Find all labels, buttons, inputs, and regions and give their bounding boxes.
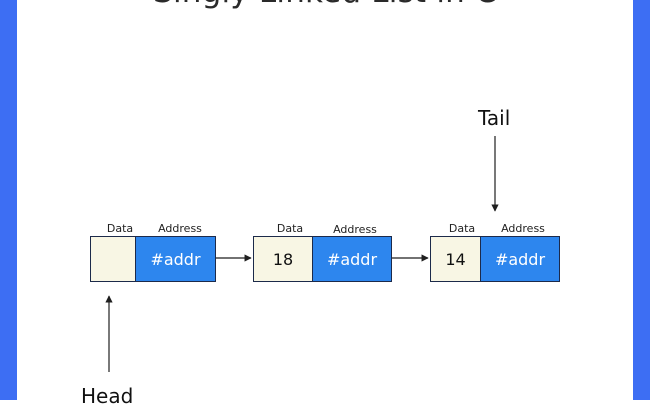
diagram-paper	[17, 0, 633, 400]
node-3-data-label: Data	[448, 222, 476, 235]
node-3-data-cell: 14	[430, 236, 481, 282]
frame-left-border	[0, 0, 17, 400]
tail-label: Tail	[478, 106, 511, 130]
node-2-data-cell: 18	[253, 236, 313, 282]
node-1-data-label: Data	[106, 222, 134, 235]
diagram-title: Singly Linked List in C	[0, 0, 650, 10]
node-2-address-cell: #addr	[312, 236, 392, 282]
node-1-address-label: Address	[158, 222, 202, 235]
frame-right-border	[633, 0, 650, 400]
node-3-address-label: Address	[501, 222, 545, 235]
node-3-address-cell: #addr	[480, 236, 560, 282]
node-1-data-cell	[90, 236, 136, 282]
node-2-data-label: Data	[276, 222, 304, 235]
node-1-address-cell: #addr	[135, 236, 216, 282]
node-2-address-label: Address	[333, 223, 377, 236]
